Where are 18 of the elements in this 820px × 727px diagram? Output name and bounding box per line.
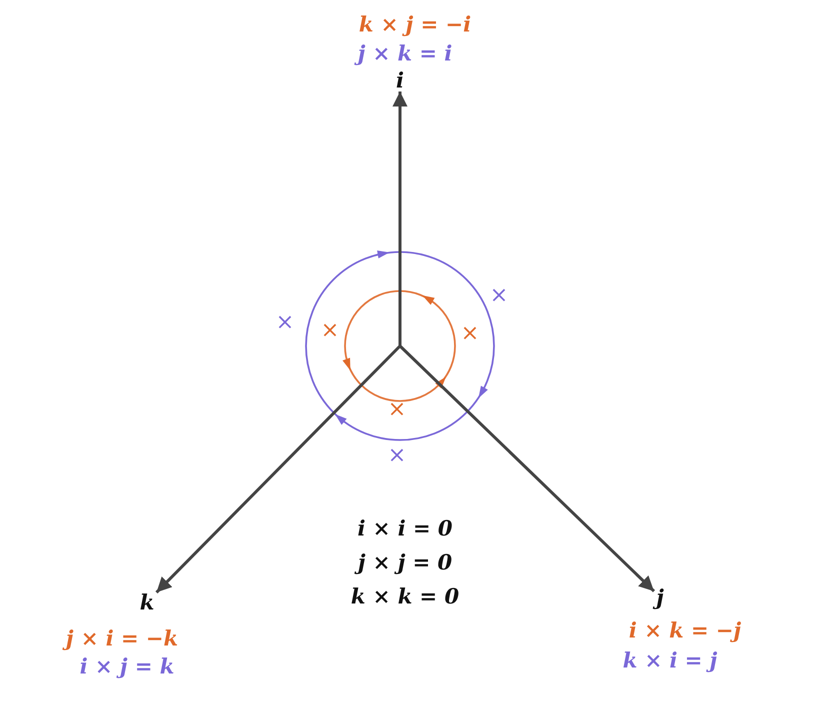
axis-label: i — [394, 68, 406, 92]
cross-symbol: × — [490, 285, 508, 307]
cross-product-formula: i × i = 0 — [358, 518, 452, 538]
cross-symbol: × — [276, 312, 294, 334]
cross-symbol: × — [460, 323, 480, 345]
cross-product-formula: k × k = 0 — [350, 586, 460, 606]
cross-product-formula: k × j = −i — [358, 14, 472, 34]
cross-product-formula: i × j = k — [80, 656, 174, 676]
axis-arrow — [392, 92, 408, 346]
cross-symbol: × — [388, 445, 406, 467]
axis-label: k — [138, 590, 156, 614]
cross-product-formula: k × i = j — [622, 650, 718, 670]
cross-symbol: × — [388, 399, 406, 421]
axis-arrow — [155, 344, 402, 594]
axis-arrow — [398, 344, 656, 592]
axis-label: j — [654, 586, 666, 608]
cross-symbol: × — [320, 320, 340, 342]
cross-product-formula: i × k = −j — [628, 620, 742, 640]
